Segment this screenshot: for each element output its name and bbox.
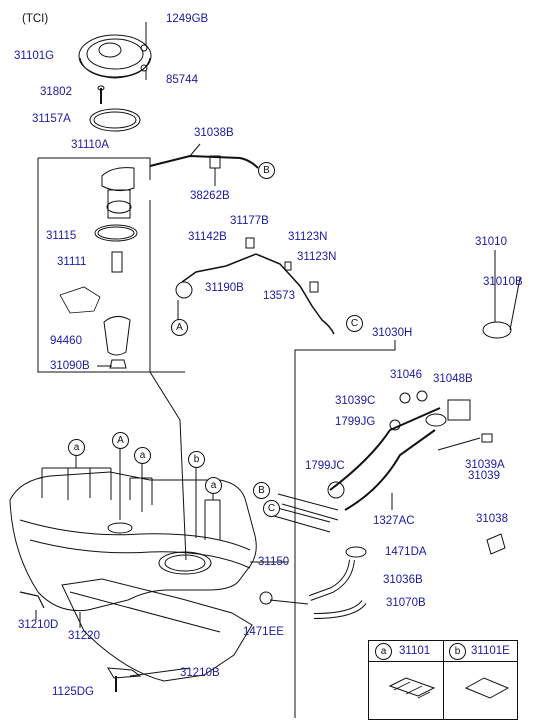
legend-divider — [443, 641, 444, 719]
part-label-1799jg[interactable]: 1799JG — [335, 416, 376, 428]
part-label-31177b[interactable]: 31177B — [230, 215, 269, 227]
legend-part-b[interactable]: 31101E — [471, 645, 510, 657]
part-label-31039c[interactable]: 31039C — [335, 395, 376, 407]
part-label-31210d[interactable]: 31210D — [18, 619, 59, 631]
part-label-94460[interactable]: 94460 — [50, 335, 82, 347]
part-label-31038[interactable]: 31038 — [476, 513, 508, 525]
pump-cover-plate — [78, 22, 152, 80]
callout-c-line: C — [346, 315, 363, 332]
part-label-1471da[interactable]: 1471DA — [385, 546, 427, 558]
part-label-31046[interactable]: 31046 — [390, 369, 422, 381]
part-label-31010b[interactable]: 31010B — [483, 276, 523, 288]
part-label-31090b[interactable]: 31090B — [50, 360, 90, 372]
part-label-31070b[interactable]: 31070B — [386, 597, 426, 609]
part-label-31039a[interactable]: 31039A — [465, 459, 505, 471]
part-label-31190b[interactable]: 31190B — [205, 282, 244, 294]
part-label-1799jc[interactable]: 1799JC — [305, 460, 345, 472]
part-label-13573[interactable]: 13573 — [263, 290, 295, 302]
part-label-38262b[interactable]: 38262B — [190, 190, 230, 202]
part-label-31220[interactable]: 31220 — [68, 630, 100, 642]
part-label-31123n-lower[interactable]: 31123N — [297, 251, 337, 263]
part-label-1125dg[interactable]: 1125DG — [52, 686, 94, 698]
callout-a-tank-1: a — [68, 439, 85, 456]
legend-mark-a: a — [375, 643, 392, 660]
callout-b-tank: b — [188, 451, 205, 468]
callout-a-upper-tank: A — [112, 432, 129, 449]
part-label-31101g[interactable]: 31101G — [14, 50, 55, 62]
callout-c-filler: C — [263, 500, 280, 517]
part-label-31157a[interactable]: 31157A — [32, 113, 71, 125]
part-label-31010[interactable]: 31010 — [475, 236, 507, 248]
part-label-31210b[interactable]: 31210B — [180, 667, 220, 679]
part-label-31110a[interactable]: 31110A — [71, 139, 109, 151]
part-label-31802[interactable]: 31802 — [40, 86, 72, 98]
callout-a-pump: A — [171, 319, 188, 336]
legend-mark-b: b — [449, 643, 466, 660]
legend-box: a 31101 b 31101E — [368, 640, 518, 720]
part-label-31150[interactable]: 31150 — [258, 556, 290, 568]
part-label-31115[interactable]: 31115 — [46, 230, 77, 242]
part-label-31030h[interactable]: 31030H — [372, 327, 413, 339]
callout-b-line: B — [258, 162, 275, 179]
part-label-1327ac[interactable]: 1327AC — [373, 515, 415, 527]
part-label-31142b[interactable]: 31142B — [188, 231, 227, 243]
part-label-31039[interactable]: 31039 — [468, 470, 500, 482]
part-label-31123n-upper[interactable]: 31123N — [288, 231, 328, 243]
callout-a-tank-3: a — [205, 477, 222, 494]
variant-label: (TCI) — [22, 13, 49, 25]
part-label-85744[interactable]: 85744 — [166, 74, 198, 86]
callout-b-filler: B — [253, 482, 270, 499]
part-label-31038b[interactable]: 31038B — [194, 127, 234, 139]
part-label-31111[interactable]: 31111 — [57, 256, 87, 268]
callout-a-tank-2: a — [134, 447, 151, 464]
legend-part-a[interactable]: 31101 — [399, 645, 431, 657]
part-label-1249gb[interactable]: 1249GB — [166, 13, 209, 25]
part-label-1471ee[interactable]: 1471EE — [243, 626, 284, 638]
part-label-31048b[interactable]: 31048B — [433, 373, 473, 385]
part-label-31036b[interactable]: 31036B — [383, 574, 423, 586]
